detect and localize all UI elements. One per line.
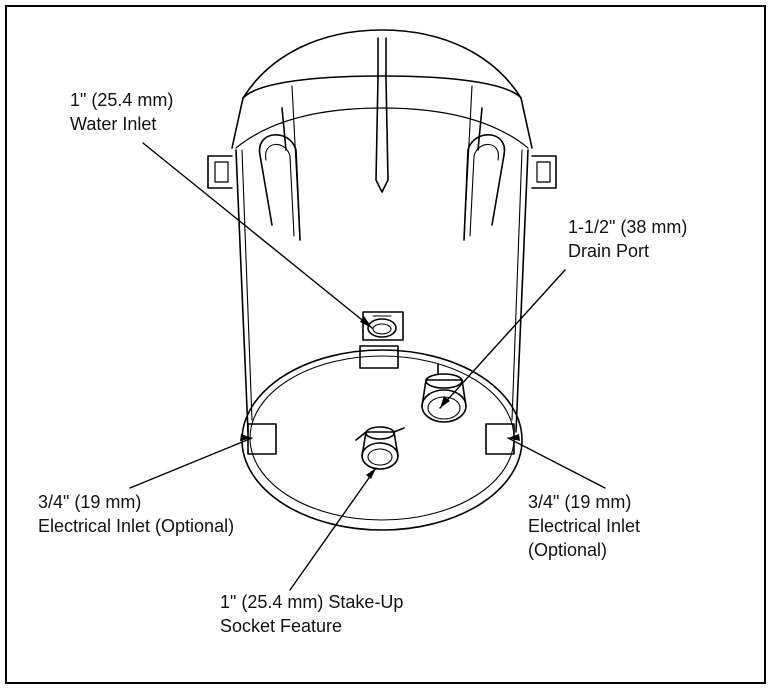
electrical-right-note: (Optional) xyxy=(528,540,608,560)
left-ear xyxy=(207,155,233,189)
stake-socket xyxy=(355,426,405,470)
electrical-right-label: Electrical Inlet xyxy=(528,516,641,536)
drain-port xyxy=(421,363,467,423)
stake-socket-size: 1" (25.4 mm) Stake-Up xyxy=(220,592,404,612)
center-fin xyxy=(375,37,389,193)
body-sides xyxy=(235,149,529,433)
drain-port-label: Drain Port xyxy=(568,241,650,261)
leader-drain-port xyxy=(439,269,566,409)
callout-electrical-left: 3/4" (19 mm) Electrical Inlet (Optional) xyxy=(38,490,234,538)
leader-stake-socket xyxy=(289,467,377,591)
leader-water-inlet xyxy=(142,142,373,329)
callout-water-inlet: 1" (25.4 mm) Water Inlet xyxy=(70,88,173,136)
callout-electrical-right: 3/4" (19 mm) Electrical Inlet (Optional) xyxy=(528,490,640,562)
callout-drain-port: 1-1/2" (38 mm) Drain Port xyxy=(568,215,687,263)
leader-elec-right xyxy=(507,437,606,489)
arrowheads xyxy=(240,316,520,479)
diagram-frame xyxy=(5,5,766,684)
electrical-right-size: 3/4" (19 mm) xyxy=(528,492,632,512)
right-clip xyxy=(463,85,506,241)
water-inlet-size: 1" (25.4 mm) xyxy=(70,90,174,110)
left-clip xyxy=(258,85,301,241)
electrical-left-label: Electrical Inlet (Optional) xyxy=(38,516,235,536)
bottom-face xyxy=(241,349,523,531)
leader-lines xyxy=(129,142,606,591)
water-inlet-label: Water Inlet xyxy=(70,114,157,134)
leader-elec-left xyxy=(129,437,253,489)
drain-port-size: 1-1/2" (38 mm) xyxy=(568,217,688,237)
stake-socket-label: Socket Feature xyxy=(220,616,343,636)
right-ear xyxy=(531,155,557,189)
top-rim xyxy=(231,29,533,149)
left-electrical-pad xyxy=(247,423,277,455)
electrical-left-size: 3/4" (19 mm) xyxy=(38,492,142,512)
callout-stake-socket: 1" (25.4 mm) Stake-Up Socket Feature xyxy=(220,590,403,638)
